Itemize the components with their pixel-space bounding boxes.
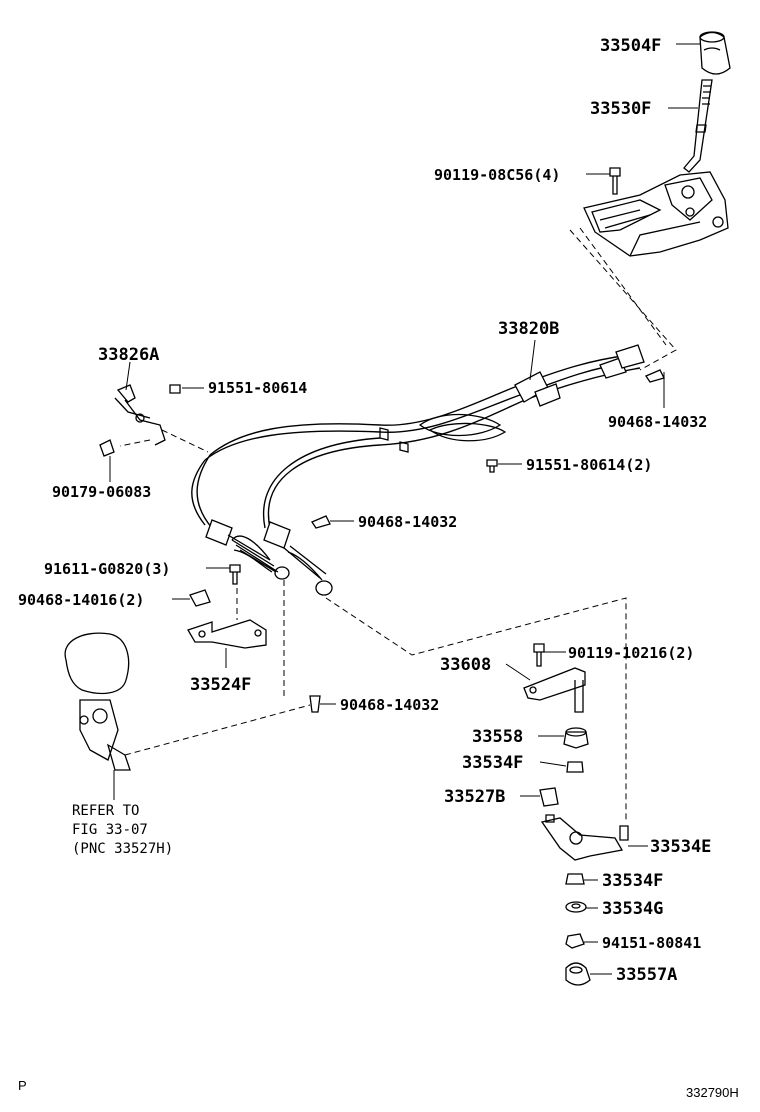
- label-bushing-top: 33558: [472, 727, 523, 747]
- transmission-ref-drawing: [64, 632, 131, 771]
- label-nut: 94151-80841: [602, 934, 701, 952]
- bushing-top-drawing: [563, 727, 589, 749]
- cable-assembly-drawing: [191, 344, 645, 596]
- shift-knob-drawing: [699, 31, 731, 75]
- label-bolt-bracket: 91611-G0820(3): [44, 560, 170, 578]
- footer-left: P: [18, 1078, 27, 1093]
- label-clip-mid: 90468-14032: [358, 513, 457, 531]
- cap-drawing: [565, 962, 591, 986]
- label-clip-bottom: 90468-14032: [340, 696, 439, 714]
- cable-bracket-drawing: [99, 384, 181, 457]
- label-bracket-lower: 33524F: [190, 675, 251, 695]
- label-bushing-b: 33527B: [444, 787, 505, 807]
- label-bushing-f2: 33534F: [602, 871, 663, 891]
- bushing-g-drawing: [565, 901, 587, 913]
- leader-lines: [109, 43, 700, 975]
- label-cable-assy: 33820B: [498, 319, 559, 339]
- select-lever-drawing: [523, 643, 586, 713]
- label-lever-select: 33608: [440, 655, 491, 675]
- label-clip-lower: 90179-06083: [52, 483, 151, 501]
- shift-lever-drawing: [683, 79, 713, 173]
- bracket-lower-drawing: [187, 564, 267, 649]
- nut-drawing: [565, 933, 585, 949]
- bushing-f2-drawing: [565, 873, 585, 885]
- reference-note-line2: FIG 33-07: [72, 822, 148, 838]
- label-bushing-g: 33534G: [602, 899, 663, 919]
- clip-mid-drawing: [311, 515, 331, 529]
- label-bolt-upper: 91551-80614: [208, 379, 307, 397]
- label-shift-lever: 33530F: [590, 99, 651, 119]
- bolt-cable-drawing: [486, 459, 498, 473]
- label-bolt-select: 90119-10216(2): [568, 644, 694, 662]
- label-bolt-cable: 91551-80614(2): [526, 456, 652, 474]
- bushing-b-drawing: [539, 787, 559, 807]
- label-shift-knob: 33504F: [600, 36, 661, 56]
- shift-base-drawing: [583, 171, 729, 257]
- bushing-f-drawing: [566, 761, 584, 773]
- clip-cable-drawing: [645, 369, 665, 383]
- label-cap: 33557A: [616, 965, 677, 985]
- reference-note-line1: REFER TO: [72, 803, 139, 819]
- footer-figure-code: 332790H: [686, 1085, 739, 1100]
- shift-lever-lower-drawing: [540, 814, 629, 861]
- reference-note-line3: (PNC 33527H): [72, 841, 173, 857]
- label-lever-shift: 33534E: [650, 837, 711, 857]
- label-clip-cable: 90468-14032: [608, 413, 707, 431]
- label-bushing-f: 33534F: [462, 753, 523, 773]
- clip-bottom-drawing: [309, 695, 321, 713]
- lever-bolt-drawing: [609, 167, 621, 195]
- label-bracket-cable: 33826A: [98, 345, 159, 365]
- label-clip-bracket: 90468-14016(2): [18, 591, 144, 609]
- dashed-relations: [119, 227, 677, 822]
- label-lever-bolt: 90119-08C56(4): [434, 166, 560, 184]
